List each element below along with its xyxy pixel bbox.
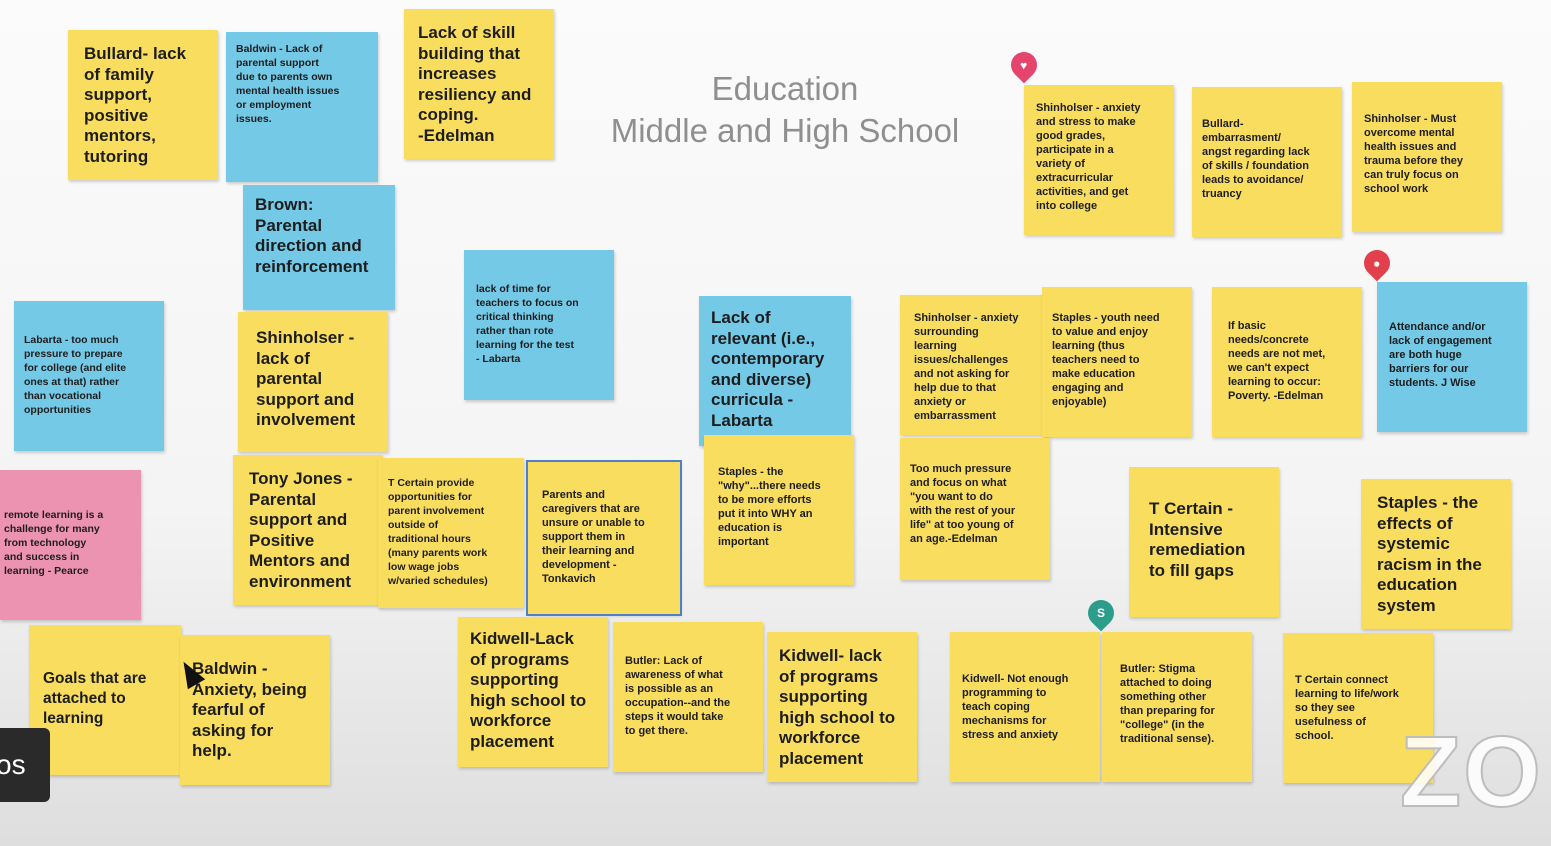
sticky-note[interactable]: Staples - youth need to value and enjoy … [1042,287,1192,437]
sticky-note[interactable]: Shinholser - anxiety and stress to make … [1024,85,1174,235]
sticky-note[interactable]: Kidwell-Lack of programs supporting high… [458,617,608,767]
sticky-note[interactable]: If basic needs/concrete needs are not me… [1212,287,1362,437]
board-title-line1: Education [711,70,859,107]
sticky-note[interactable]: T Certain connect learning to life/work … [1283,633,1433,783]
sticky-note[interactable]: Staples - the "why"...there needs to be … [704,435,854,585]
location-pin-icon[interactable]: ● [1358,244,1396,282]
sticky-note[interactable]: Shinholser - anxiety surrounding learnin… [900,295,1050,435]
sticky-note[interactable]: Goals that are attached to learning [29,625,181,775]
video-tile-label[interactable]: os [0,728,50,802]
zoom-watermark-logo: ZO [1399,715,1543,829]
user-pin-icon[interactable]: S [1082,594,1120,632]
sticky-note[interactable]: Kidwell- Not enough programming to teach… [950,632,1100,782]
sticky-note[interactable]: T Certain - Intensive remediation to fil… [1129,467,1279,617]
sticky-note[interactable]: lack of time for teachers to focus on cr… [464,250,614,400]
sticky-note[interactable]: Lack of skill building that increases re… [404,9,554,159]
board-title: Education Middle and High School [560,68,1010,152]
sticky-note[interactable]: Tony Jones - Parental support and Positi… [233,455,383,605]
sticky-note[interactable]: Shinholser - Must overcome mental health… [1352,82,1502,232]
sticky-note[interactable]: T Certain provide opportunities for pare… [378,458,524,608]
sticky-note[interactable]: Butler: Lack of awareness of what is pos… [613,622,763,772]
sticky-note[interactable]: Staples - the effects of systemic racism… [1361,479,1511,629]
sticky-note[interactable]: Attendance and/or lack of engagement are… [1377,282,1527,432]
sticky-note[interactable]: Kidwell- lack of programs supporting hig… [767,632,917,782]
sticky-note[interactable]: Baldwin - Lack of parental support due t… [226,32,378,182]
sticky-note[interactable]: Lack of relevant (i.e., contemporary and… [699,296,851,446]
sticky-note[interactable]: Too much pressure and focus on what "you… [900,438,1050,580]
location-pin-icon[interactable]: ♥ [1005,46,1043,84]
board-title-line2: Middle and High School [610,112,960,149]
sticky-note-selected[interactable]: Parents and caregivers that are unsure o… [526,460,682,616]
sticky-note[interactable]: Shinholser - lack of parental support an… [238,312,388,452]
sticky-note[interactable]: Labarta - too much pressure to prepare f… [14,301,164,451]
sticky-note[interactable]: Butler: Stigma attached to doing somethi… [1102,632,1252,782]
sticky-note[interactable]: Bullard- lack of family support, positiv… [68,30,218,180]
sticky-note[interactable]: Bullard- embarrasment/ angst regarding l… [1192,87,1342,237]
sticky-note[interactable]: Brown: Parental direction and reinforcem… [243,185,395,310]
sticky-note[interactable]: remote learning is a challenge for many … [0,470,141,620]
sticky-note[interactable]: Baldwin - Anxiety, being fearful of aski… [180,635,330,785]
